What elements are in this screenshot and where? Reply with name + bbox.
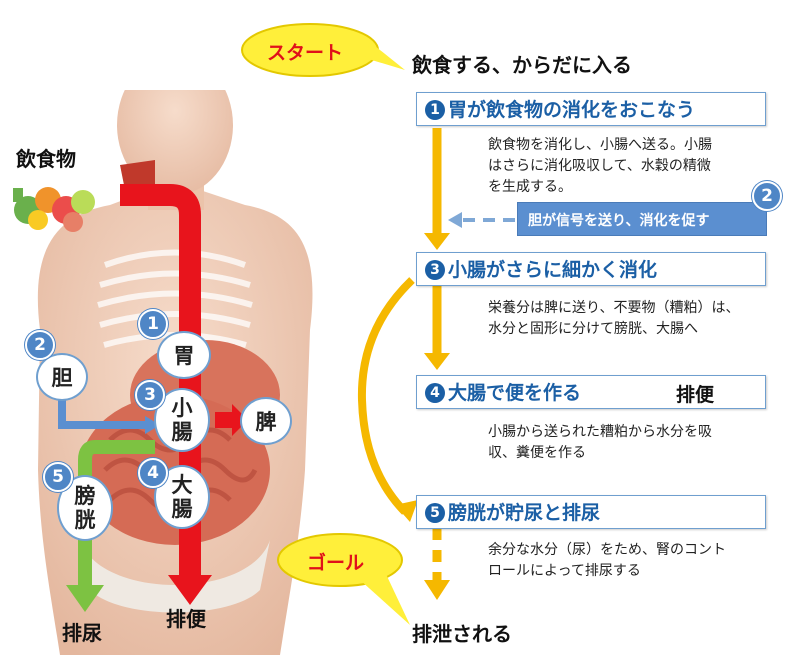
step-5-description: 余分な水分（尿）をため、腎のコントロールによって排尿する	[488, 542, 726, 579]
organ-gallbladder: 胆	[36, 353, 88, 401]
step-2-box: 胆が信号を送り、消化を促す	[517, 202, 767, 236]
step-5-label: 膀胱が貯尿と排尿	[448, 502, 601, 524]
defecation-label: 排便	[166, 607, 206, 631]
step-4-result: 排便	[676, 384, 715, 406]
step-3-description: 栄養分は脾に送り、不要物（糟粕）は、水分と固形に分けて膀胱、大腸へ	[488, 300, 740, 337]
organ-gallbladder-number: 2	[25, 330, 55, 360]
step-4-description: 小腸から送られた糟粕から水分を吸収、糞便を作る	[488, 424, 712, 461]
start-label: スタート	[267, 42, 344, 64]
step-3-number: 3	[425, 260, 445, 280]
goal-label: ゴール	[307, 552, 365, 574]
food-basket-icon	[13, 187, 95, 232]
food-label: 飲食物	[16, 147, 76, 171]
end-text: 排泄される	[412, 622, 512, 646]
organ-large-intestine: 大腸	[154, 465, 210, 529]
urination-label: 排尿	[62, 621, 102, 645]
organ-small-intestine-number: 3	[135, 380, 165, 410]
organ-bladder-number: 5	[43, 462, 73, 492]
organ-stomach: 胃	[157, 331, 211, 379]
step-4-label: 大腸で便を作る	[448, 382, 582, 404]
step-1-number: 1	[425, 100, 445, 120]
step-1-description: 飲食物を消化し、小腸へ送る。小腸はさらに消化吸収して、水穀の精微を生成する。	[488, 137, 712, 195]
step-5-number: 5	[425, 503, 445, 523]
step-4-number: 4	[425, 383, 445, 403]
organ-spleen: 脾	[240, 397, 292, 445]
step-3-label: 小腸がさらに細かく消化	[448, 259, 658, 281]
organ-stomach-number: 1	[138, 309, 168, 339]
step-2-number: 2	[752, 181, 782, 211]
organ-large-intestine-number: 4	[138, 458, 168, 488]
step-2-label: 胆が信号を送り、消化を促す	[528, 213, 710, 229]
start-text: 飲食する、からだに入る	[412, 53, 632, 77]
step-1-label: 胃が飲食物の消化をおこなう	[448, 99, 696, 121]
